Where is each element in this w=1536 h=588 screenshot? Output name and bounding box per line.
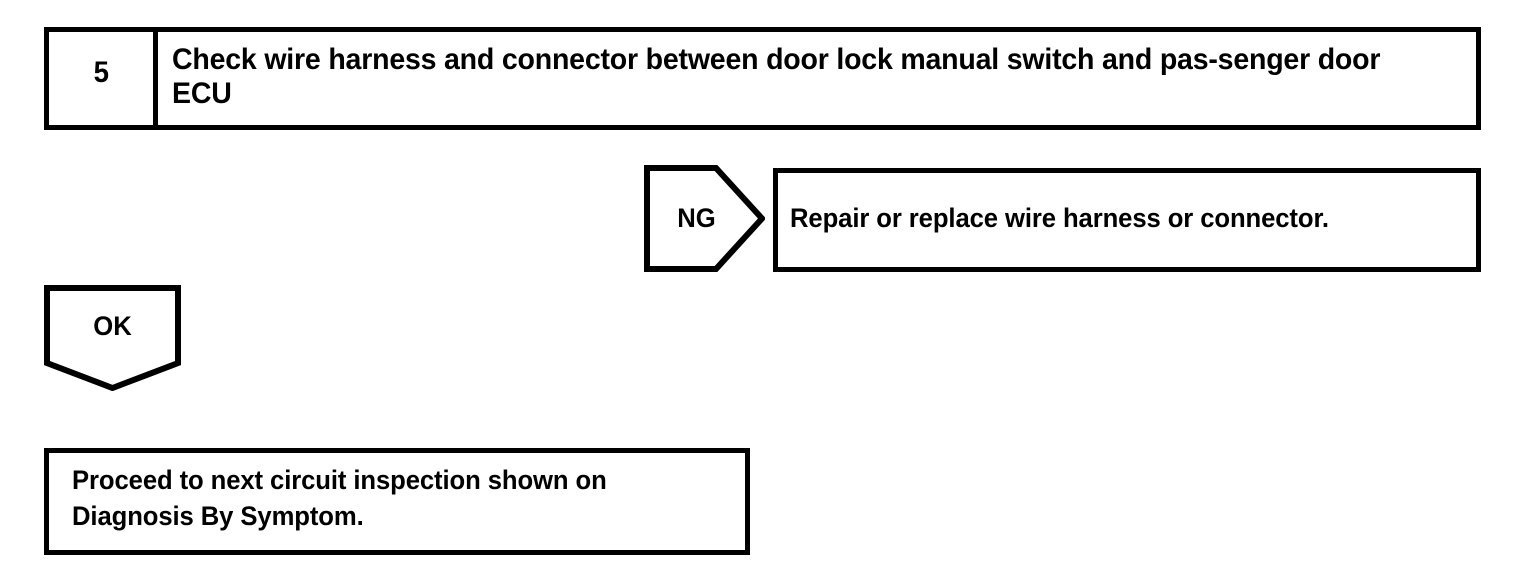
- final-outcome-box: Proceed to next circuit inspection shown…: [44, 448, 750, 555]
- step-number: 5: [93, 55, 109, 89]
- step-instruction-text: Check wire harness and connector between…: [172, 43, 1381, 110]
- final-outcome-text: Proceed to next circuit inspection shown…: [72, 465, 607, 531]
- ng-result-text: Repair or replace wire harness or connec…: [790, 203, 1329, 233]
- ng-arrow-shape: [644, 165, 765, 272]
- step-box: 5 Check wire harness and connector betwe…: [44, 27, 1481, 130]
- step-number-cell: 5: [49, 32, 158, 125]
- ok-arrow-shape: [44, 285, 181, 391]
- ng-result-box: Repair or replace wire harness or connec…: [773, 168, 1481, 272]
